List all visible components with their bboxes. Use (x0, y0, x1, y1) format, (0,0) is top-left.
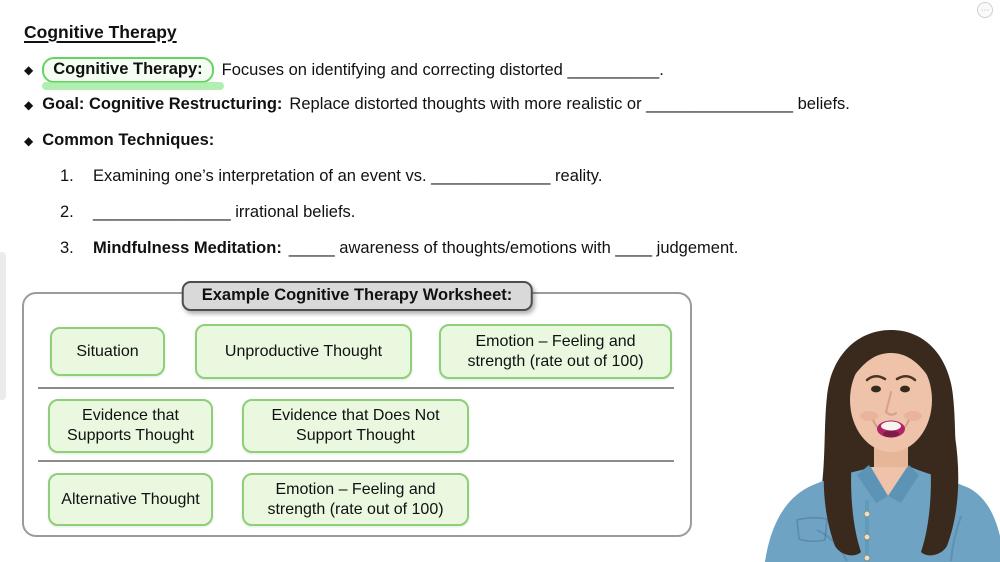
presenter-cheek (904, 411, 922, 421)
technique-item-1: 1. Examining one’s interpretation of an … (60, 167, 602, 186)
worksheet-cell-emotion-strength-2: Emotion – Feeling and strength (rate out… (242, 473, 469, 526)
page-title: Cognitive Therapy (24, 22, 177, 42)
collapse-button[interactable]: ⋯ (977, 2, 993, 18)
presenter-hair-top (850, 339, 932, 382)
bullet-common-techniques: ◆ Common Techniques: (24, 131, 221, 150)
bullet-label: Goal: Cognitive Restructuring: (42, 95, 283, 113)
worksheet-box: Example Cognitive Therapy Worksheet: Sit… (22, 281, 692, 537)
presenter-button (863, 533, 871, 541)
item-number: 1. (60, 167, 74, 185)
bullet-diamond-icon: ◆ (24, 63, 34, 77)
bullet-label: Cognitive Therapy: (53, 60, 203, 78)
presenter-fold (950, 515, 962, 562)
ellipsis-icon: ⋯ (980, 4, 990, 15)
item-text: _____ awareness of thoughts/emotions wit… (288, 239, 739, 257)
presenter-cheek (860, 411, 878, 421)
technique-item-2: 2. _______________ irrational beliefs. (60, 203, 355, 222)
worksheet-cell-emotion-strength-1: Emotion – Feeling and strength (rate out… (439, 324, 672, 379)
presenter-webcam (765, 330, 1000, 562)
item-text: Examining one’s interpretation of an eve… (93, 167, 603, 185)
presenter-mouth-inner (883, 430, 899, 438)
presenter-chest (871, 467, 907, 496)
bullet-text: Replace distorted thoughts with more rea… (289, 95, 850, 113)
worksheet-cell-alternative-thought: Alternative Thought (48, 473, 213, 526)
worksheet-cell-evidence-not-support: Evidence that Does Not Support Thought (242, 399, 469, 453)
presenter-collar (857, 465, 888, 503)
row-divider (38, 387, 674, 389)
presenter-teeth (881, 421, 901, 431)
worksheet-cell-evidence-supports: Evidence that Supports Thought (48, 399, 213, 453)
worksheet-cell-situation: Situation (50, 327, 165, 376)
bullet-text: Focuses on identifying and correcting di… (221, 60, 664, 79)
presenter-placket (865, 500, 869, 562)
presenter-eyebrow (895, 375, 917, 382)
presenter-nose (884, 391, 897, 416)
row-divider (38, 460, 674, 462)
presenter-eye (900, 385, 910, 393)
presenter-face (850, 348, 932, 452)
item-label: Mindfulness Meditation: (93, 239, 282, 257)
bullet-goal: ◆ Goal: Cognitive Restructuring: Replace… (24, 95, 850, 114)
presenter-hair-front (823, 436, 861, 556)
highlight-swipe (42, 82, 225, 90)
bullet-diamond-icon: ◆ (24, 133, 34, 148)
presenter-collar (888, 465, 919, 503)
presenter-eye (871, 385, 881, 393)
presenter-button (863, 510, 871, 518)
worksheet-header: Example Cognitive Therapy Worksheet: (181, 281, 533, 311)
bullet-cognitive-therapy: ◆ Cognitive Therapy: Focuses on identify… (24, 57, 664, 90)
item-number: 2. (60, 203, 74, 221)
presenter-eyebrow (865, 375, 887, 382)
presenter-pocket (796, 516, 828, 543)
bullet-label: Common Techniques: (42, 131, 215, 149)
presenter-button (863, 554, 871, 562)
highlighted-term: Cognitive Therapy: (42, 57, 225, 90)
item-number: 3. (60, 239, 74, 257)
technique-item-3: 3. Mindfulness Meditation: _____ awarene… (60, 239, 738, 258)
toolbar-edge (0, 252, 6, 400)
item-text: _______________ irrational beliefs. (93, 203, 356, 221)
worksheet-cell-unproductive-thought: Unproductive Thought (195, 324, 412, 379)
bullet-diamond-icon: ◆ (24, 97, 34, 112)
presenter-hair-front (921, 436, 959, 556)
